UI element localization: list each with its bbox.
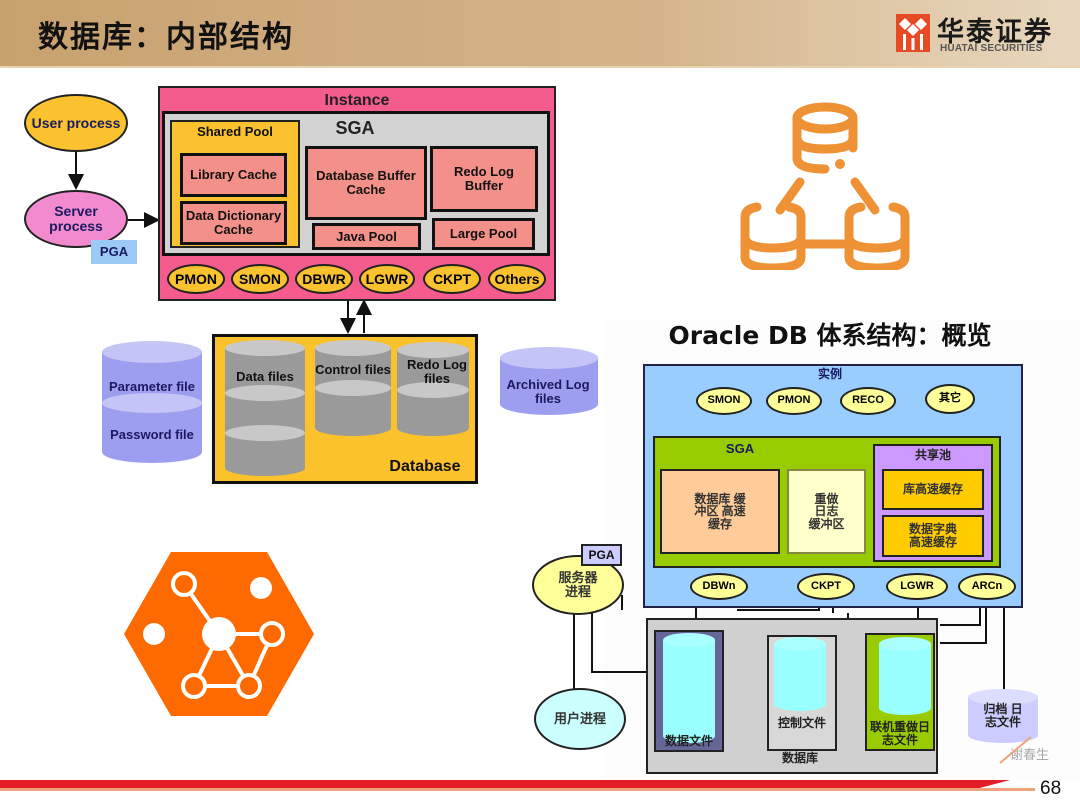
db-buffer-cache-box: Database Buffer Cache	[305, 146, 427, 220]
control-files-label-right: 控制文件	[777, 715, 826, 730]
dict-cache-box-right: 数据字典 高速缓存	[882, 515, 984, 557]
page-number: 68	[1040, 778, 1062, 799]
data-dictionary-cache-box: Data Dictionary Cache	[180, 201, 287, 245]
lower-process-arcn: ARCn	[958, 573, 1016, 600]
pga-box-left: PGA	[91, 240, 137, 264]
control-files-cylinder-right	[774, 637, 826, 711]
db-buffer-cache-box-right: 数据库 缓冲区 高速缓存	[660, 469, 780, 554]
process-lgwr: LGWR	[359, 264, 415, 294]
redo-log-files-label: Redo Log files	[407, 357, 467, 386]
bg-process-reco: RECO	[840, 387, 896, 415]
slide-title: 数据库：内部结构	[38, 20, 294, 55]
watermark: 谢春生	[1010, 747, 1050, 762]
library-cache-box: Library Cache	[180, 153, 287, 197]
control-files-label: Control files	[315, 362, 391, 378]
archived-log-label: Archived Log files	[506, 377, 590, 406]
data-files-label-right: 数据文件	[664, 733, 713, 748]
lower-process-ckpt: CKPT	[797, 573, 855, 600]
instance-label-right: 实例	[817, 366, 842, 381]
database-label-right: 数据库	[781, 750, 818, 765]
parameter-file-label: Parameter file	[109, 379, 195, 395]
archive-log-cylinder-right	[968, 689, 1038, 743]
huatai-logo-icon	[896, 14, 930, 52]
sga-label: SGA	[335, 117, 375, 138]
bg-process-smon: SMON	[696, 387, 752, 415]
pga-box-right: PGA	[581, 544, 622, 566]
user-process-oval: User process	[24, 94, 128, 152]
archive-log-label-right: 归档 日志文件	[983, 702, 1023, 729]
java-pool-box: Java Pool	[312, 223, 421, 250]
bg-process-other: 其它	[925, 384, 975, 414]
footer-orange-line	[0, 788, 1035, 791]
shared-pool-label-right: 共享池	[914, 447, 951, 462]
data-files-cylinder-right	[663, 633, 715, 743]
data-files-label: Data files	[236, 369, 294, 385]
archived-log-cylinder	[500, 347, 598, 415]
large-pool-box: Large Pool	[432, 218, 535, 250]
hexagon-network-icon	[124, 552, 314, 716]
password-file-label: Password file	[110, 427, 194, 443]
process-smon: SMON	[231, 264, 289, 294]
process-dbwr: DBWR	[295, 264, 353, 294]
redo-files-cylinder-right	[879, 637, 931, 715]
redo-log-buffer-box: Redo Log Buffer	[430, 146, 538, 212]
data-files-cylinder	[225, 340, 305, 476]
instance-label: Instance	[324, 91, 390, 109]
right-diagram-title: Oracle DB 体系结构：概览	[668, 320, 992, 350]
redo-log-files-cylinder	[397, 342, 469, 436]
footer-red-bar	[0, 780, 1010, 788]
redo-buffer-box-right: 重做 日志 缓冲区	[787, 469, 866, 554]
library-cache-box-right: 库高速缓存	[882, 469, 984, 510]
redo-files-label-right: 联机重做日志文件	[869, 720, 930, 747]
right-db-cylinders	[663, 633, 931, 743]
brand-name-cn: 华泰证券	[937, 17, 1053, 48]
brand-name-en: HUATAI SECURITIES	[940, 43, 1043, 54]
user-process-right: 用户进程	[534, 688, 626, 750]
server-process-oval: Server process	[24, 190, 128, 248]
left-diagram-connectors	[68, 150, 372, 334]
database-network-icon	[740, 102, 910, 270]
database-cylinders	[225, 340, 469, 476]
control-files-cylinder	[315, 340, 391, 436]
process-pmon: PMON	[167, 264, 225, 294]
parameter-password-cylinder	[102, 341, 202, 463]
lower-process-lgwr: LGWR	[886, 573, 948, 600]
database-label: Database	[389, 457, 461, 475]
lower-process-dbwn: DBWn	[690, 573, 748, 600]
process-others: Others	[488, 264, 546, 294]
shared-pool-label: Shared Pool	[197, 124, 273, 140]
process-ckpt: CKPT	[423, 264, 481, 294]
sga-label-right: SGA	[725, 441, 755, 457]
bg-process-pmon: PMON	[766, 387, 822, 415]
